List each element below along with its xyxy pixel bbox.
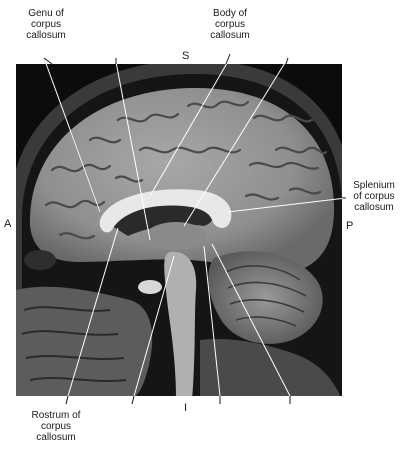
leader-brainstem (203, 245, 221, 397)
pituitary (138, 280, 162, 294)
orientation-superior: S (182, 50, 190, 62)
leader-lines-outer (43, 53, 346, 405)
lateral-ventricle (112, 204, 214, 236)
leader-genu (43, 57, 101, 213)
leader-thalamus (115, 61, 151, 241)
label-body: Body of corpus callosum (200, 8, 260, 41)
label-splenium-line-3: callosum (354, 202, 394, 213)
brainstem (164, 251, 197, 396)
leader-lines (43, 57, 347, 397)
label-genu-line-3: callosum (26, 30, 66, 41)
cerebellum (208, 251, 323, 344)
corpus-callosum (99, 189, 232, 233)
orientation-posterior: P (346, 220, 354, 232)
label-body-line-1: Body of (213, 8, 247, 19)
leader-splenium (227, 197, 347, 213)
label-rostrum-line-3: callosum (36, 432, 76, 443)
label-rostrum-line-1: Rostrum of (31, 410, 81, 421)
orbit (24, 250, 56, 270)
leader-body (149, 57, 231, 197)
leader-rostrum (67, 227, 119, 397)
leader-pituitary (133, 255, 175, 397)
face-texture (21, 306, 127, 382)
label-splenium-line-1: Splenium (353, 180, 395, 191)
cerebellar-folia (225, 265, 307, 327)
orientation-inferior: I (184, 402, 188, 414)
thalamus (146, 222, 206, 250)
leader-body-2 (183, 57, 289, 227)
label-splenium: Splenium of corpus callosum (346, 180, 402, 213)
label-genu-line-2: corpus (30, 19, 61, 30)
orientation-anterior: A (4, 218, 12, 230)
label-genu: Genu of corpus callosum (18, 8, 74, 41)
leader-cerebellum (211, 243, 291, 397)
label-body-line-3: callosum (210, 30, 250, 41)
label-body-line-2: corpus (214, 19, 245, 30)
neck-region (200, 338, 341, 396)
label-splenium-line-2: of corpus (353, 191, 395, 202)
label-rostrum-line-2: corpus (40, 421, 71, 432)
label-genu-line-1: Genu of (28, 8, 64, 19)
label-rostrum: Rostrum of corpus callosum (20, 410, 92, 443)
